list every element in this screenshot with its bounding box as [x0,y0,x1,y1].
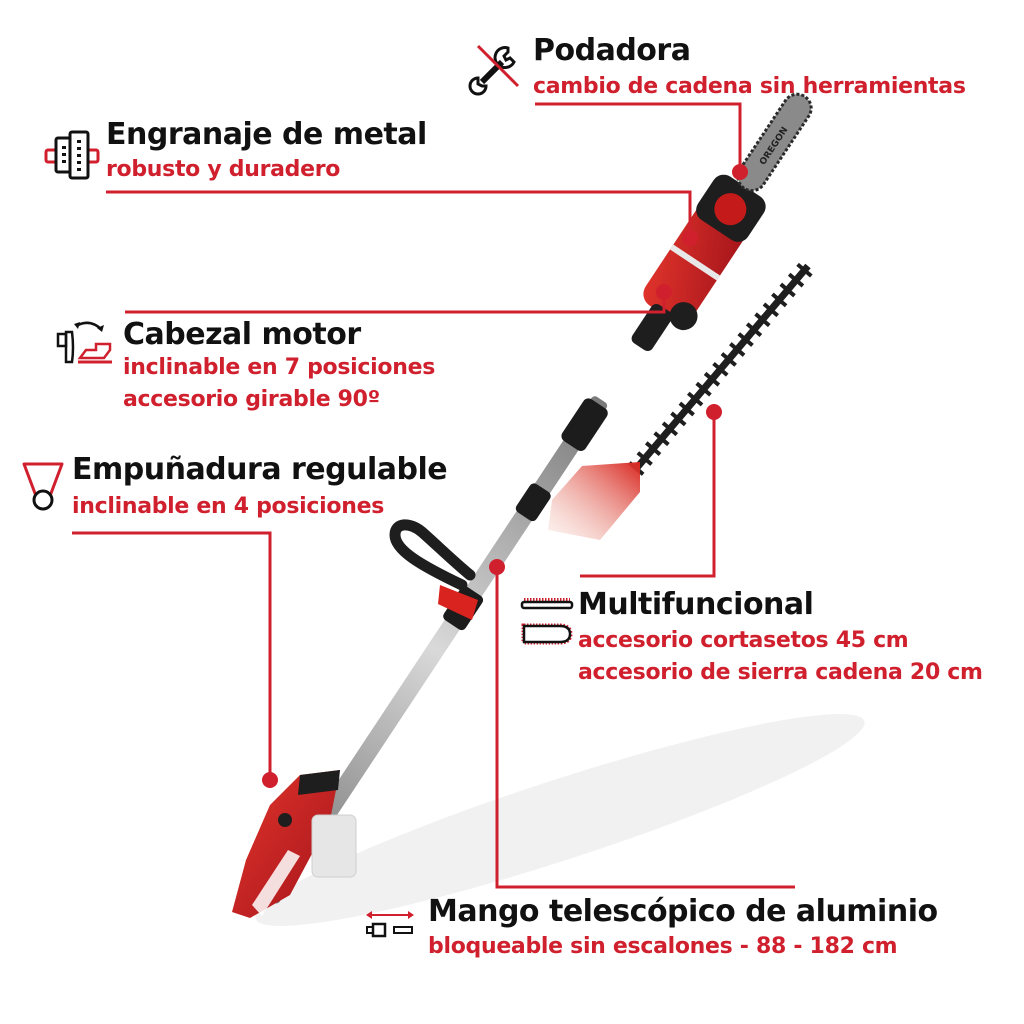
rear-handle [232,770,357,918]
hedge-trimmer-accessory [548,260,815,540]
feature-line-engranaje: robusto y duradero [106,157,341,182]
feature-line-mango: bloqueable sin escalones - 88 - 182 cm [428,934,898,959]
wrench-crossed-icon [468,40,524,96]
feature-title-engranaje: Engranaje de metal [106,117,427,152]
handle-loop-icon [20,460,66,514]
tilt-head-icon [56,318,114,366]
feature-line-empunadura: inclinable en 4 posiciones [72,494,384,519]
telescopic-icon [364,910,416,940]
blades-icon [520,594,576,654]
feature-title-cabezal: Cabezal motor [123,317,361,352]
gear-block-icon [44,130,100,182]
feature-line-multifuncional-1: accesorio cortasetos 45 cm [578,628,909,653]
motor-head: OREGON [631,92,813,352]
feature-title-mango: Mango telescópico de aluminio [428,894,938,929]
feature-title-podadora: Podadora [533,33,691,68]
feature-line-podadora: cambio de cadena sin herramientas [533,74,966,99]
feature-line-multifuncional-2: accesorio de sierra cadena 20 cm [578,660,983,685]
feature-line-cabezal-2: accesorio girable 90º [123,387,380,412]
front-loop-handle [389,519,478,620]
feature-line-cabezal-1: inclinable en 7 posiciones [123,355,435,380]
feature-title-multifuncional: Multifuncional [578,587,814,622]
feature-title-empunadura: Empuñadura regulable [72,452,448,487]
